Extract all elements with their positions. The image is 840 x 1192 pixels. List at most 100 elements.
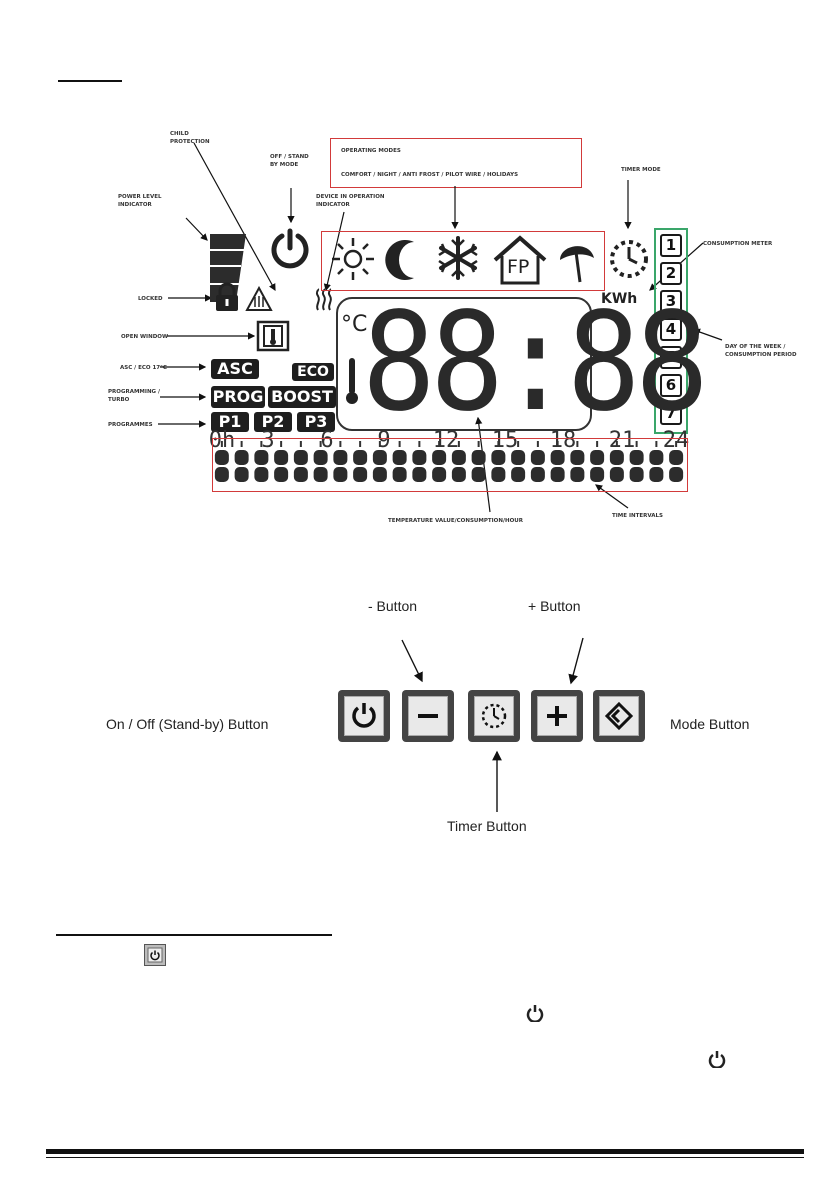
callout-device-in-operation: DEVICE IN OPERATION INDICATOR — [316, 194, 385, 208]
interval-segment-lower — [313, 467, 328, 482]
interval-tick — [497, 441, 500, 447]
interval-segment-lower — [570, 467, 585, 482]
callout-programmes: PROGRAMMES — [108, 422, 153, 428]
interval-segment-upper — [471, 450, 486, 465]
hour-label-12: 12 — [432, 428, 460, 453]
plus-button-caption: + Button — [528, 598, 581, 614]
timer-button-face — [474, 696, 514, 736]
mode-icon — [604, 701, 634, 731]
minus-button-caption: - Button — [368, 598, 418, 614]
interval-segment-lower — [649, 467, 664, 482]
day-7: 7 — [660, 402, 682, 425]
interval-tick — [359, 441, 362, 447]
inline-power-icon-1 — [526, 1005, 544, 1022]
day-4: 4 — [660, 318, 682, 341]
callout-power-level: POWER LEVEL INDICATOR — [118, 194, 162, 208]
digit-frame — [336, 297, 592, 431]
interval-segment-upper — [313, 450, 328, 465]
callout-programming-turbo: PROGRAMMING / TURBO — [108, 389, 160, 403]
callout-temperature-value: TEMPERATURE VALUE/CONSUMPTION/HOUR — [388, 518, 523, 524]
interval-tick — [477, 441, 480, 447]
interval-segment-lower — [274, 467, 289, 482]
interval-segment-upper — [669, 450, 684, 465]
interval-segment-upper — [649, 450, 664, 465]
interval-segment-lower — [471, 467, 486, 482]
interval-segment-upper — [372, 450, 387, 465]
interval-segment-lower — [669, 467, 684, 482]
snowflake-antifrost-icon — [438, 236, 478, 280]
power-icon-small — [147, 947, 163, 963]
interval-segment-upper — [570, 450, 585, 465]
interval-tick — [339, 441, 342, 447]
power-button[interactable] — [338, 690, 390, 742]
interval-segment-lower — [214, 467, 229, 482]
power-button-face — [344, 696, 384, 736]
heat-waves-icon — [315, 288, 332, 311]
callout-locked: LOCKED — [138, 296, 163, 302]
timer-button[interactable] — [468, 690, 520, 742]
thermometer-icon — [346, 358, 358, 404]
interval-tick — [615, 441, 618, 447]
interval-tick — [438, 441, 441, 447]
hour-label-24: 24 — [662, 428, 690, 453]
interval-segment-lower — [530, 467, 545, 482]
operating-modes-icon-box — [321, 231, 605, 291]
minus-icon — [418, 714, 438, 718]
callout-open-window: OPEN WINDOW — [121, 334, 169, 340]
interval-segment-upper — [254, 450, 269, 465]
interval-segment-upper — [412, 450, 427, 465]
timer-icon — [481, 703, 507, 729]
interval-tick — [675, 441, 678, 447]
plus-button[interactable] — [531, 690, 583, 742]
interval-segment-lower — [254, 467, 269, 482]
interval-tick — [556, 441, 559, 447]
callout-off-standby: OFF / STAND BY MODE — [270, 154, 309, 168]
fp-label: FP — [507, 256, 530, 278]
interval-tick — [635, 441, 638, 447]
lock-icon — [216, 282, 238, 311]
interval-segment-lower — [353, 467, 368, 482]
umbrella-holidays-icon — [560, 246, 594, 283]
minus-button[interactable] — [402, 690, 454, 742]
hour-label-21: 21 — [608, 428, 636, 453]
sun-comfort-icon — [332, 238, 374, 280]
interval-segment-lower — [629, 467, 644, 482]
onoff-button-caption: On / Off (Stand-by) Button — [106, 716, 269, 732]
interval-segment-upper — [234, 450, 249, 465]
interval-segment-lower — [333, 467, 348, 482]
callout-operating-modes-title: OPERATING MODES — [341, 148, 401, 154]
interval-segment-upper — [214, 450, 229, 465]
moon-night-icon — [385, 240, 414, 280]
interval-tick — [576, 441, 579, 447]
day-of-week-column: 1 2 3 4 5 6 7 — [654, 228, 688, 434]
interval-segment-lower — [392, 467, 407, 482]
day-6: 6 — [660, 374, 682, 397]
interval-segment-upper — [293, 450, 308, 465]
interval-segment-lower — [293, 467, 308, 482]
day-5: 5 — [660, 346, 682, 369]
interval-tick — [536, 441, 539, 447]
segment-digits: 88:88 — [362, 284, 709, 442]
interval-segment-upper — [353, 450, 368, 465]
interval-segment-upper — [432, 450, 447, 465]
prog-tag: PROG — [211, 386, 265, 408]
standby-power-icon — [271, 228, 309, 269]
inline-power-icon-2 — [708, 1051, 726, 1068]
power-icon — [352, 703, 376, 728]
mode-button[interactable] — [593, 690, 645, 742]
time-interval-segments — [214, 441, 684, 482]
boost-tag: BOOST — [268, 386, 336, 408]
interval-segment-lower — [451, 467, 466, 482]
interval-tick — [596, 441, 599, 447]
callout-timer-mode: TIMER MODE — [621, 167, 661, 173]
interval-segment-upper — [491, 450, 506, 465]
inline-power-button-icon — [144, 944, 166, 966]
interval-segment-upper — [274, 450, 289, 465]
interval-tick — [280, 441, 283, 447]
minus-button-face — [408, 696, 448, 736]
interval-tick — [378, 441, 381, 447]
eco-tag: ECO — [292, 363, 334, 381]
interval-segment-lower — [590, 467, 605, 482]
section-heading-underline — [58, 80, 122, 82]
interval-tick — [260, 441, 263, 447]
